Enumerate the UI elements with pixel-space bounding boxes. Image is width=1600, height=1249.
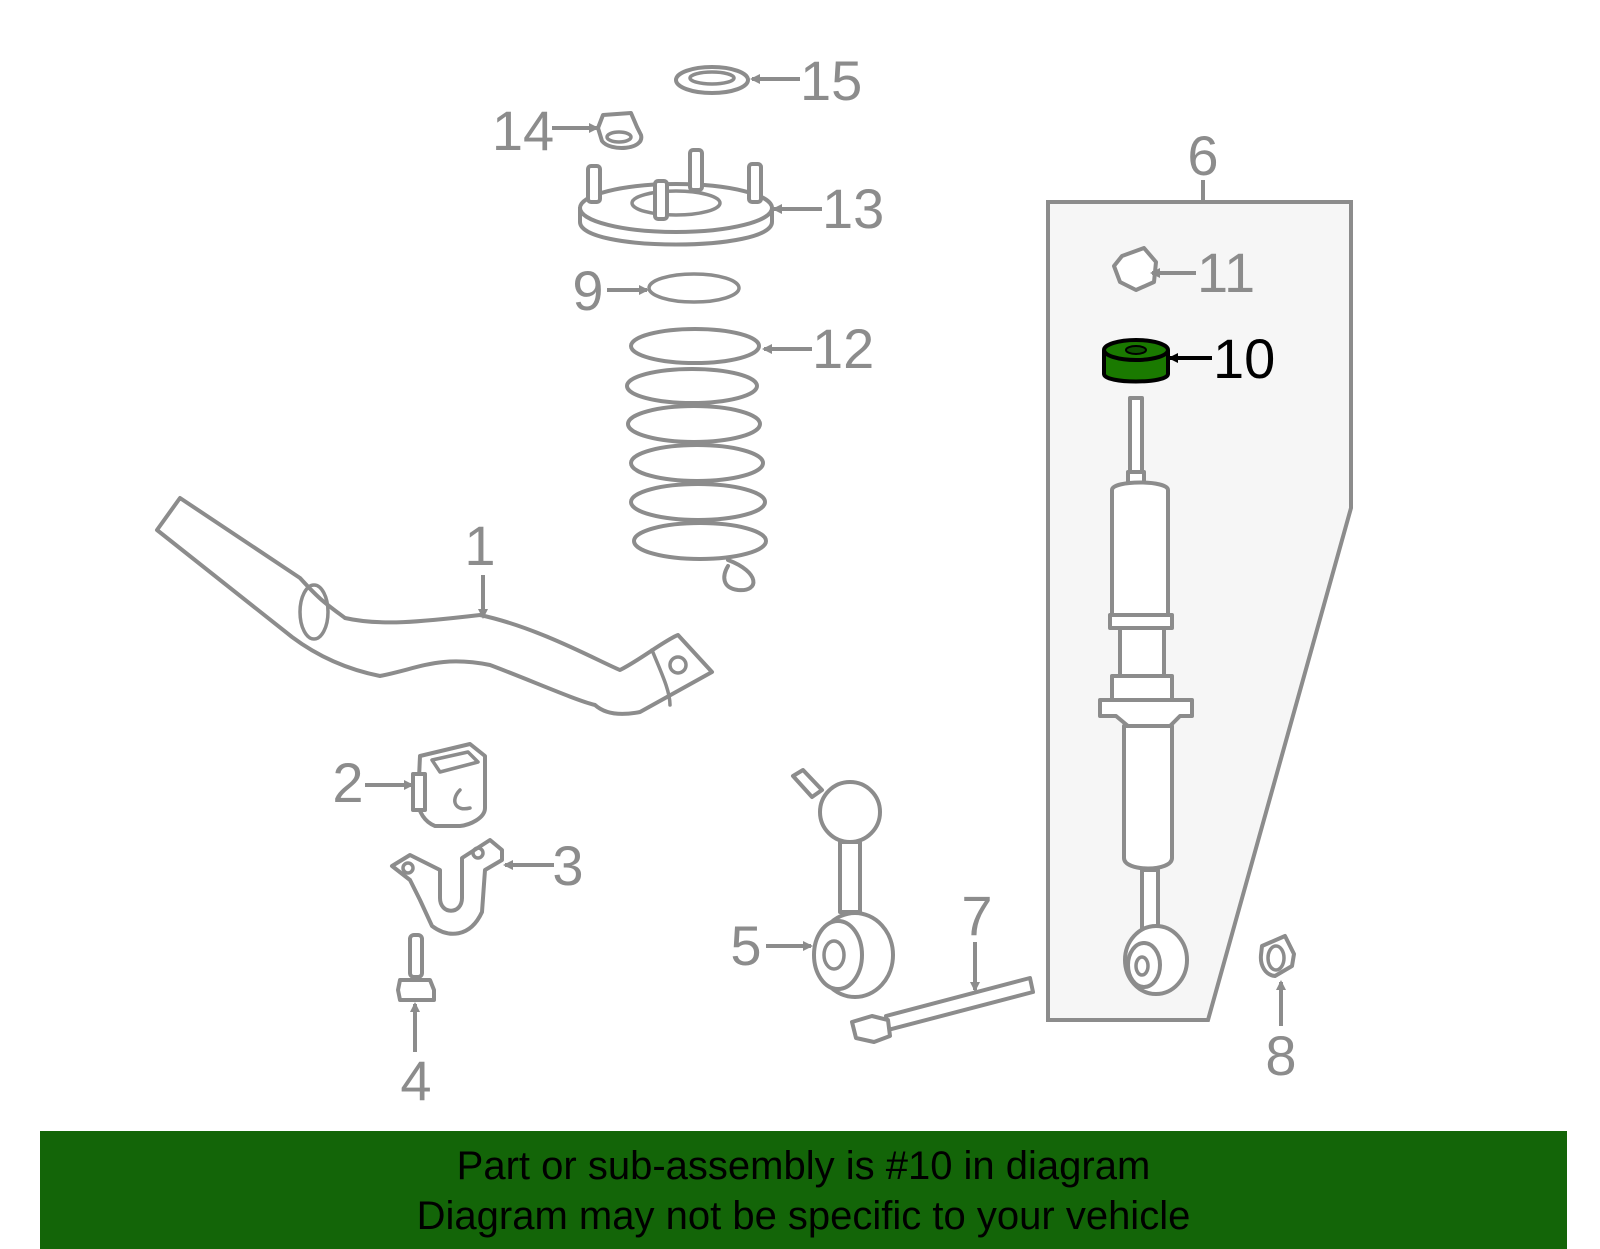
- callout-15: 15: [800, 49, 862, 112]
- callout-3: 3: [552, 834, 583, 897]
- part-8-nut: [1258, 934, 1296, 978]
- info-banner: Part or sub-assembly is #10 in diagram D…: [40, 1131, 1567, 1249]
- part-2-bushing: [411, 742, 487, 828]
- part-12-coil-spring: [625, 327, 768, 593]
- banner-line-disclaimer: Diagram may not be specific to your vehi…: [416, 1194, 1191, 1238]
- part-5-stabilizer-link: [791, 768, 895, 999]
- callout-13: 13: [822, 177, 884, 240]
- callout-9: 9: [572, 259, 603, 322]
- banner-line-part: Part or sub-assembly is #10 in diagram: [456, 1144, 1151, 1188]
- part-7-long-bolt: [850, 976, 1035, 1044]
- callout-14: 14: [492, 99, 554, 162]
- part-1-stabilizer-bar: [155, 496, 714, 716]
- callout-11: 11: [1197, 241, 1255, 304]
- part-15-washer: [674, 65, 750, 95]
- part-4-bolt: [396, 933, 436, 1002]
- callout-7: 7: [961, 884, 992, 947]
- part-11-nut: [1112, 246, 1158, 292]
- part-3-bracket: [390, 838, 504, 936]
- strut-assembly-box: [1046, 200, 1353, 1022]
- callout-1: 1: [464, 514, 495, 577]
- callout-10: 10: [1213, 327, 1275, 390]
- callout-5: 5: [730, 914, 761, 977]
- callout-12: 12: [812, 317, 874, 380]
- part-14-nut: [596, 111, 644, 150]
- part-10-bushing-highlighted: [1102, 338, 1170, 384]
- callout-8: 8: [1265, 1024, 1296, 1087]
- callout-4: 4: [400, 1049, 431, 1112]
- part-6-shock-absorber: [1098, 396, 1194, 996]
- part-13-upper-mount: [578, 148, 774, 247]
- callout-2: 2: [332, 751, 363, 814]
- callout-6: 6: [1187, 124, 1218, 187]
- part-9-ring: [647, 272, 741, 304]
